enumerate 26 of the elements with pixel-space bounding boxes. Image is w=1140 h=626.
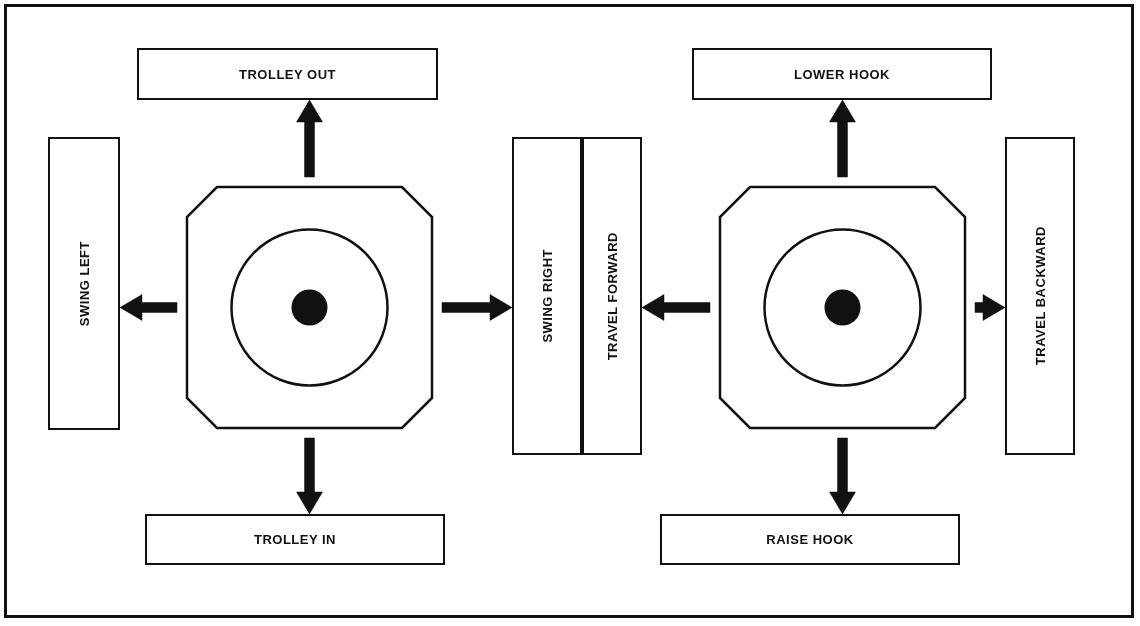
arrow xyxy=(641,294,711,321)
label-text: LOWER HOOK xyxy=(794,66,890,82)
label-box xyxy=(512,137,582,455)
arrow xyxy=(974,294,1006,321)
label-box xyxy=(692,48,992,100)
label-box xyxy=(137,48,438,100)
label-text: SWING RIGHT xyxy=(539,249,555,343)
label-text: SWING LEFT xyxy=(76,240,92,327)
label-text: RAISE HOOK xyxy=(766,532,854,547)
arrow xyxy=(296,437,323,515)
label-box xyxy=(660,514,960,565)
joystick-drawing xyxy=(720,187,965,428)
label-box xyxy=(1005,137,1075,455)
label-text: TROLLEY IN xyxy=(253,532,336,547)
joystick-drawing xyxy=(187,187,432,428)
label-text: TROLLEY OUT xyxy=(239,66,336,82)
label-box xyxy=(582,137,642,455)
arrow xyxy=(829,437,856,515)
label-box xyxy=(145,514,445,565)
arrow xyxy=(296,99,323,178)
arrow xyxy=(829,99,856,178)
arrow xyxy=(119,294,178,321)
arrow xyxy=(441,294,513,321)
label-text: TRAVEL FORWARD xyxy=(604,231,620,361)
label-box xyxy=(48,137,120,430)
label-text: TRAVEL BACKWARD xyxy=(1032,226,1048,366)
